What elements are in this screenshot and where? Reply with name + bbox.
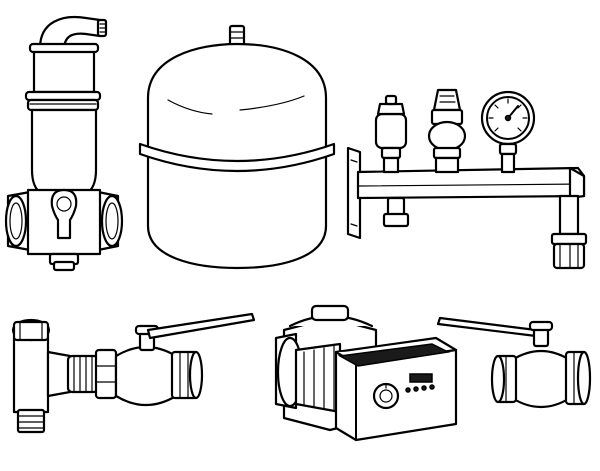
circulation-pump-icon: [274, 304, 458, 442]
expansion-vessel-icon: [138, 24, 336, 270]
safety-group-manifold-icon: [346, 88, 588, 270]
ball-valve-icon: [436, 316, 592, 408]
air-dirt-separator-icon: [4, 16, 124, 272]
tee-ball-valve-icon: [11, 312, 256, 434]
